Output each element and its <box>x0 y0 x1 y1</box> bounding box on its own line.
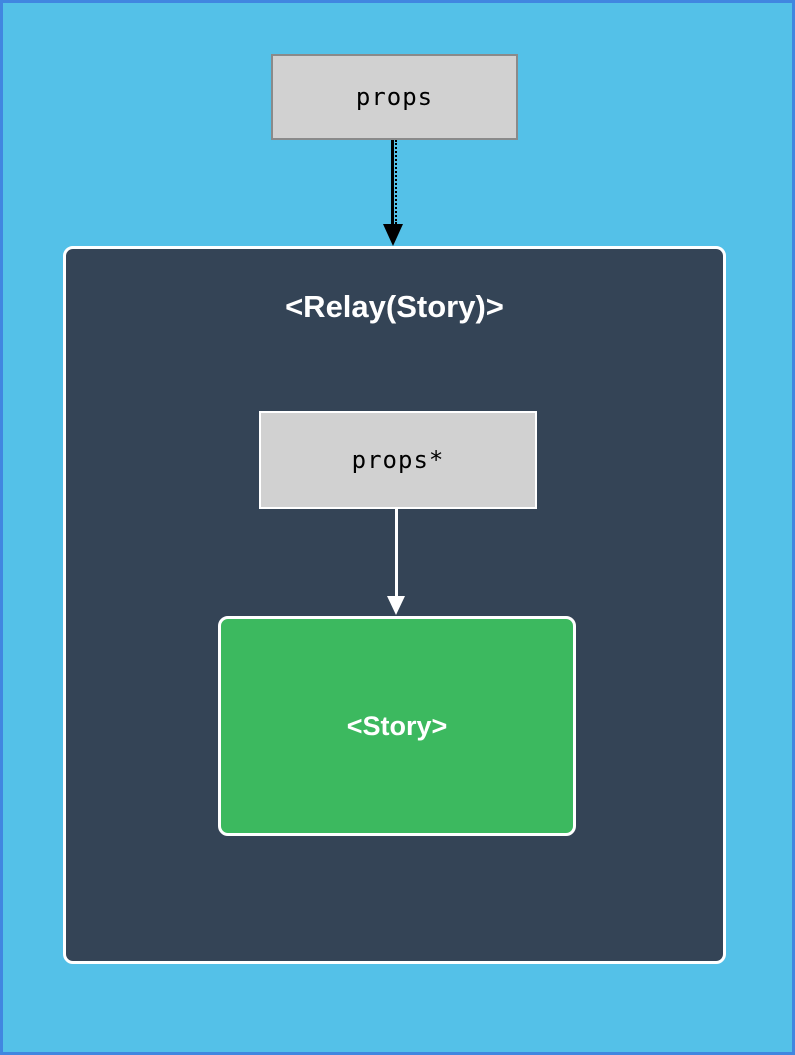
story-box: <Story> <box>218 616 576 836</box>
story-label: <Story> <box>346 710 448 741</box>
props-label: props <box>355 83 434 111</box>
props-box: props <box>271 54 518 140</box>
relay-container-title: <Relay(Story)> <box>285 289 504 324</box>
arrow-props-to-story-head <box>387 596 405 615</box>
props-star-box: props* <box>259 411 537 509</box>
arrow-props-to-story-stem <box>395 509 398 597</box>
props-star-label: props* <box>351 446 445 474</box>
arrow-props-to-relay-dotted-edge <box>395 140 397 224</box>
arrow-props-to-relay-head <box>383 224 403 246</box>
relay-story-container: <Relay(Story)> props* <Story> <box>63 246 726 964</box>
arrow-props-to-relay-stem <box>391 140 394 226</box>
